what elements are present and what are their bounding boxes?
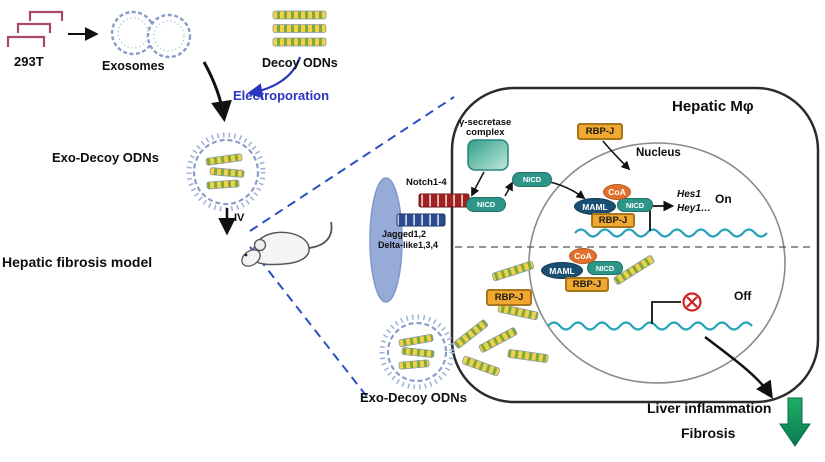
nicd-membrane-chip: NICD	[466, 197, 506, 212]
notch-receptor-bar	[418, 193, 470, 208]
label-notch: Notch1-4	[406, 177, 447, 188]
rbpj-off-complex-chip: RBP-J	[565, 277, 609, 292]
label-hey1: Hey1…	[677, 203, 711, 214]
label-exo-decoy-odns: Exo-Decoy ODNs	[52, 150, 159, 165]
maml-off-chip: MAML	[541, 262, 583, 279]
transcription-off-line	[651, 301, 681, 324]
plasmid-brackets-icon	[6, 10, 64, 47]
maml-on-chip: MAML	[574, 198, 616, 215]
label-state-on: On	[715, 192, 732, 206]
label-jagged: Jagged1,2	[382, 229, 427, 239]
rbpj-free-lower-chip: RBP-J	[486, 289, 532, 306]
decrease-green-arrow	[779, 397, 811, 447]
gamma-secretase-box	[467, 139, 509, 171]
signaling-arrows	[471, 140, 631, 200]
nicd-on-complex-chip: NICD	[617, 198, 653, 212]
exo-decoy-vesicle-icon	[186, 132, 266, 212]
label-nucleus: Nucleus	[636, 147, 681, 159]
arrow-exosomes-to-vesicle	[202, 61, 232, 123]
mouse-icon	[241, 221, 333, 267]
label-exo-decoy-odns-bottom: Exo-Decoy ODNs	[360, 390, 467, 405]
coa-on-chip: CoA	[603, 184, 631, 200]
rbpj-free-top-chip: RBP-J	[577, 123, 623, 140]
jagged-delta-ligand-bar	[396, 213, 446, 227]
dna-strand-off	[547, 321, 753, 331]
ligand-cell-membrane	[369, 177, 403, 303]
zoom-dashed-lines	[249, 96, 455, 399]
outcome-arrow	[704, 336, 773, 399]
dna-strand-on	[574, 228, 768, 238]
label-gamma-secretase-2: complex	[466, 127, 505, 138]
label-exosomes: Exosomes	[102, 59, 165, 73]
decoy-odn-bars-in-cell	[453, 255, 655, 377]
decoy-odn-bars-icon	[272, 10, 327, 47]
label-delta-like: Delta-like1,3,4	[378, 240, 439, 250]
label-iv: IV	[234, 212, 245, 224]
hepatic-macrophage-cell	[450, 86, 820, 404]
exosome-pair-icon	[110, 10, 192, 59]
rbpj-on-complex-chip: RBP-J	[591, 213, 635, 228]
nicd-free-chip: NICD	[512, 172, 552, 187]
label-electroporation: Electroporation	[233, 88, 330, 103]
label-hepatic-macrophage: Hepatic Mφ	[672, 98, 754, 115]
label-fibrosis: Fibrosis	[681, 425, 736, 441]
label-gamma-secretase-1: γ-secretase	[459, 117, 512, 128]
label-decoy-odns: Decoy ODNs	[262, 56, 338, 70]
label-hes1: Hes1	[677, 189, 701, 200]
coa-off-chip: CoA	[569, 248, 597, 264]
electroporation-arrow	[246, 56, 302, 99]
label-293t: 293T	[14, 54, 44, 69]
blocked-symbol	[682, 292, 702, 312]
label-state-off: Off	[734, 289, 752, 303]
label-hepatic-fibrosis-model: Hepatic fibrosis model	[2, 254, 153, 270]
label-liver-inflammation: Liver inflammation	[647, 400, 772, 416]
exo-decoy-vesicle-bottom-icon	[379, 314, 455, 390]
nicd-off-complex-chip: NICD	[587, 261, 623, 275]
